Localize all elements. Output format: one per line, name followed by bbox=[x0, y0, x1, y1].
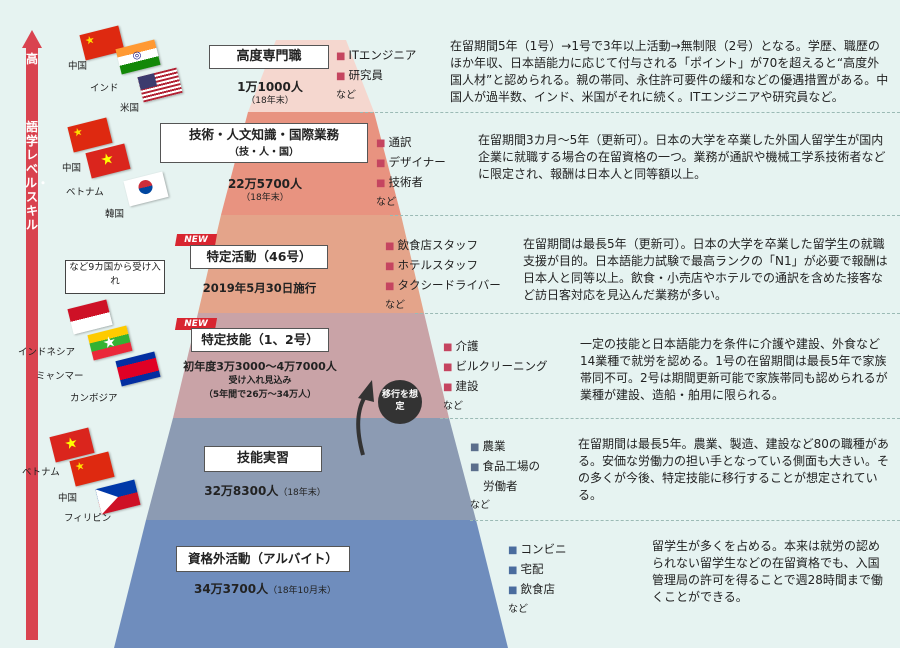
job-item: ■飲食店スタッフ bbox=[385, 238, 478, 252]
tier-1-jobs: ■ITエンジニア ■研究員 など bbox=[336, 46, 416, 105]
tier-2-title: 技術・人文知識・国際業務 （技・人・国） bbox=[160, 123, 368, 163]
country-label: 中国 bbox=[68, 61, 88, 72]
skill-level-arrow bbox=[22, 30, 42, 640]
tier-6-title: 資格外活動（アルバイト） bbox=[176, 546, 350, 572]
divider bbox=[415, 313, 900, 314]
tier-3-count: 2019年5月30日施行 bbox=[202, 281, 317, 295]
tier-5-count: 32万8300人（18年末） bbox=[180, 484, 350, 500]
tier-5-description: 在留期間は最長5年。農業、製造、建設など80の職種がある。安価な労働力の担い手と… bbox=[578, 437, 890, 502]
divider bbox=[390, 215, 900, 216]
country-label: インドネシア bbox=[18, 347, 76, 358]
country-label: 米国 bbox=[120, 103, 140, 114]
tier-6-count-main: 34万3700人 bbox=[193, 582, 269, 596]
tier-2-title-main: 技術・人文知識・国際業務 bbox=[188, 127, 339, 142]
country-label: ベトナム bbox=[22, 467, 60, 478]
country-label: 中国 bbox=[62, 163, 82, 174]
divider bbox=[440, 418, 900, 419]
job-item: ■介護 bbox=[443, 339, 479, 353]
jobs-etc: など bbox=[470, 500, 490, 511]
tier-1-count-note: （18年末） bbox=[246, 96, 294, 106]
tier-4-count-note2: （5年間で26万〜34万人） bbox=[203, 390, 317, 400]
tier-6-count-note: （18年10月末） bbox=[268, 586, 336, 596]
tier-5-count-note: （18年末） bbox=[278, 488, 326, 498]
tier-4-description: 一定の技能と日本語能力を条件に介護や建設、外食など14業種で就労を認める。1号の… bbox=[580, 337, 888, 402]
shift-badge: 移行を想定 bbox=[378, 380, 422, 424]
tier-4-count-note: 受け入れ見込み bbox=[228, 376, 292, 386]
jobs-etc: など bbox=[385, 300, 405, 311]
job-item: ■ビルクリーニング bbox=[443, 359, 548, 373]
tier-4-count: 初年度3万3000〜4万7000人 受け入れ見込み （5年間で26万〜34万人） bbox=[175, 360, 345, 402]
country-label: フィリピン bbox=[64, 513, 112, 524]
axis-high-label: 高 bbox=[25, 52, 38, 66]
country-label: カンボジア bbox=[70, 393, 118, 404]
tier-6-count: 34万3700人（18年10月末） bbox=[170, 582, 360, 598]
tier-4-count-main: 初年度3万3000〜4万7000人 bbox=[183, 360, 337, 373]
countries-callout: など9カ国から受け入れ bbox=[65, 260, 165, 294]
job-item: ■飲食店 bbox=[508, 582, 555, 596]
divider bbox=[470, 520, 900, 521]
jobs-etc: など bbox=[376, 197, 396, 208]
job-item: ■農業 bbox=[470, 439, 506, 453]
tier-5-title: 技能実習 bbox=[204, 446, 322, 472]
tier-1-title: 高度専門職 bbox=[209, 45, 329, 69]
tier-4-jobs: ■介護 ■ビルクリーニング ■建設 など bbox=[443, 337, 547, 416]
tier-3-title: 特定活動（46号） bbox=[190, 245, 328, 269]
tier-5-count-main: 32万8300人 bbox=[204, 484, 279, 498]
job-item: ■食品工場の bbox=[470, 459, 540, 473]
tier-1-description: 在留期間5年（1号）→1号で3年以上活動→無制限（2号）となる。学歴、職歴のほか… bbox=[450, 39, 889, 104]
country-label: ミャンマー bbox=[36, 371, 84, 382]
job-item: ■技術者 bbox=[376, 175, 423, 189]
tier-2-count: 22万5700人 （18年末） bbox=[205, 177, 325, 205]
job-item: ■タクシードライバー bbox=[385, 278, 501, 292]
tier-2-description: 在留期間3カ月〜5年（更新可）。日本の大学を卒業した外国人留学生が国内企業に就職… bbox=[478, 133, 886, 181]
tier-2-count-note: （18年末） bbox=[241, 193, 289, 203]
tier-5-jobs: ■農業 ■食品工場の 労働者 など bbox=[470, 437, 540, 515]
country-label: ベトナム bbox=[66, 187, 104, 198]
job-item: ■通訳 bbox=[376, 135, 412, 149]
job-item: 労働者 bbox=[483, 479, 518, 493]
job-item: ■コンビニ bbox=[508, 542, 567, 556]
tier-4-title: 特定技能（1、2号） bbox=[191, 328, 329, 352]
tier-3-jobs: ■飲食店スタッフ ■ホテルスタッフ ■タクシードライバー など bbox=[385, 236, 501, 315]
tier-2-count-main: 22万5700人 bbox=[227, 177, 303, 191]
tier-6-description: 留学生が多くを占める。本来は就労の認められない留学生などの在留資格でも、入国管理… bbox=[652, 539, 883, 604]
tier-2-jobs: ■通訳 ■デザイナー ■技術者 など bbox=[376, 133, 446, 212]
divider bbox=[360, 112, 900, 113]
tier-1-count-main: 1万1000人 bbox=[237, 80, 303, 94]
job-item: ■研究員 bbox=[336, 68, 383, 82]
country-label: インド bbox=[90, 83, 119, 94]
country-label: 韓国 bbox=[105, 209, 125, 220]
tier-3-description: 在留期間は最長5年（更新可）。日本の大学を卒業した留学生の就職支援が目的。日本語… bbox=[523, 237, 888, 302]
job-item: ■デザイナー bbox=[376, 155, 446, 169]
job-item: ■ホテルスタッフ bbox=[385, 258, 478, 272]
country-label: 中国 bbox=[58, 493, 78, 504]
tier-6-jobs: ■コンビニ ■宅配 ■飲食店 など bbox=[508, 540, 566, 619]
tier-2-title-sub: （技・人・国） bbox=[229, 147, 299, 158]
job-item: ■建設 bbox=[443, 379, 479, 393]
tier-1-count: 1万1000人 （18年末） bbox=[220, 80, 320, 108]
migration-arrow-head bbox=[358, 380, 374, 402]
job-item: ■ITエンジニア bbox=[336, 48, 417, 62]
job-item: ■宅配 bbox=[508, 562, 544, 576]
axis-label: 語学レベル・スキル bbox=[25, 120, 50, 232]
jobs-etc: など bbox=[443, 401, 463, 412]
jobs-etc: など bbox=[508, 604, 528, 615]
jobs-etc: など bbox=[336, 90, 356, 101]
